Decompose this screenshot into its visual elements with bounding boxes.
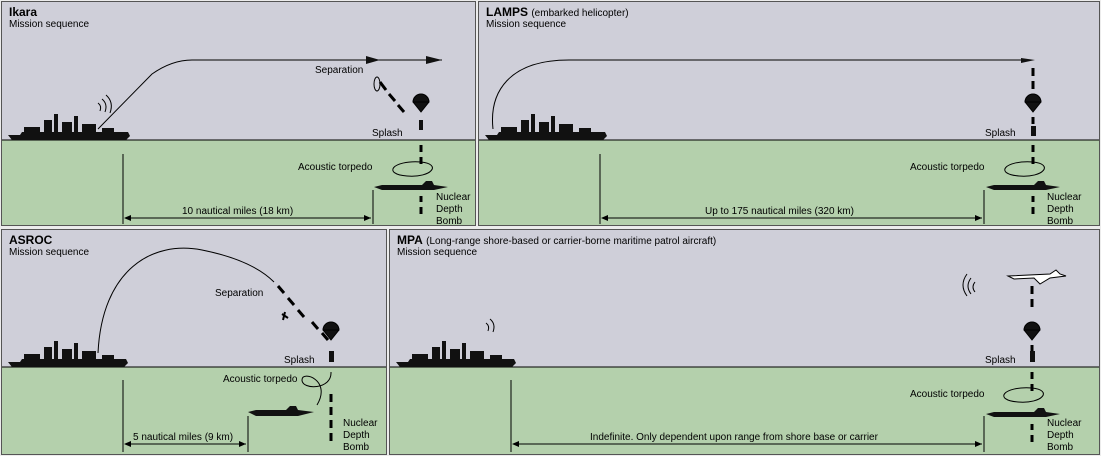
- splash-label: Splash: [985, 355, 1016, 366]
- bomb-label-3: Bomb: [436, 216, 463, 226]
- aircraft-radar-waves: [962, 273, 976, 297]
- torpedo-loop: [301, 371, 332, 406]
- torpedo-drop: [1030, 351, 1035, 362]
- submarine-icon: [986, 181, 1060, 190]
- torpedo-loop: [1003, 387, 1044, 403]
- sea-area: [479, 140, 1099, 225]
- sea-area: [390, 367, 1099, 454]
- panel-title: LAMPS (embarked helicopter): [486, 5, 629, 21]
- torpedo-loop: [1004, 161, 1045, 177]
- title-main: Ikara: [9, 5, 38, 19]
- bomb-label-1: Nuclear: [436, 192, 471, 203]
- submarine-icon: [986, 408, 1060, 417]
- splash-label: Splash: [985, 128, 1016, 139]
- panel-mpa: Splash Acoustic torpedo Nuclear Depth Bo…: [389, 229, 1100, 455]
- missile-trajectory: [97, 247, 275, 354]
- booster-icon: [281, 311, 289, 321]
- bomb-label-2: Depth: [1047, 204, 1074, 215]
- ship-silhouette: [8, 114, 130, 140]
- torpedo-label: Acoustic torpedo: [910, 162, 985, 173]
- parachute-icon: [412, 93, 430, 113]
- splash-label: Splash: [372, 128, 403, 139]
- ship-silhouette: [485, 114, 607, 140]
- range-label: 5 nautical miles (9 km): [133, 432, 233, 443]
- parachute-icon: [322, 321, 340, 341]
- mission-sequence-label: Mission sequence: [397, 247, 478, 258]
- torpedo-drop: [329, 351, 334, 362]
- title-main: LAMPS: [486, 5, 528, 19]
- aircraft-icon: [1006, 269, 1067, 285]
- sea-area: [2, 140, 475, 225]
- parachute-icon: [1023, 321, 1041, 341]
- submarine-icon: [374, 181, 448, 190]
- bomb-label-2: Depth: [343, 430, 370, 441]
- helicopter-path: [492, 59, 1027, 130]
- mpa-diagram: Splash Acoustic torpedo Nuclear Depth Bo…: [390, 269, 1099, 454]
- lamps-diagram: Splash Acoustic torpedo Nuclear Depth Bo…: [479, 58, 1099, 226]
- panel-lamps: Splash Acoustic torpedo Nuclear Depth Bo…: [478, 1, 1100, 226]
- missile-icon: [366, 56, 442, 64]
- parachute-icon: [1024, 93, 1042, 113]
- panel-title: Ikara: [9, 5, 37, 19]
- sea-area: [2, 367, 386, 454]
- torpedo-label: Acoustic torpedo: [910, 389, 985, 400]
- torpedo-loop: [392, 161, 433, 177]
- bomb-label-3: Bomb: [1047, 216, 1074, 226]
- torpedo-label: Acoustic torpedo: [298, 162, 373, 173]
- ikara-diagram: Separation Splash Acoustic torpedo Nucle…: [2, 56, 475, 226]
- title-subtitle: (Long-range shore-based or carrier-borne…: [426, 236, 717, 247]
- mission-sequence-label: Mission sequence: [9, 247, 90, 258]
- separation-path: [378, 81, 406, 113]
- bomb-label-1: Nuclear: [343, 418, 378, 429]
- bomb-label-2: Depth: [436, 204, 463, 215]
- ship-radar-waves: [485, 318, 495, 333]
- separation-label: Separation: [215, 288, 263, 299]
- separation-path: [276, 285, 330, 341]
- separation-label: Separation: [315, 65, 363, 76]
- bomb-label-1: Nuclear: [1047, 418, 1082, 429]
- splash-label: Splash: [284, 355, 315, 366]
- payload-icon: [373, 76, 381, 92]
- range-label: Indefinite. Only dependent upon range fr…: [590, 432, 879, 443]
- bomb-label-3: Bomb: [1047, 442, 1074, 453]
- missile-trajectory: [97, 59, 442, 130]
- panel-title: ASROC: [9, 233, 52, 247]
- range-label: 10 nautical miles (18 km): [182, 206, 293, 217]
- bomb-label-2: Depth: [1047, 430, 1074, 441]
- torpedo-drop: [419, 120, 423, 130]
- range-label: Up to 175 nautical miles (320 km): [705, 206, 854, 217]
- asroc-diagram: Separation Splash Acoustic torpedo Nucle…: [2, 247, 386, 454]
- torpedo-label: Acoustic torpedo: [223, 374, 298, 385]
- mission-sequence-label: Mission sequence: [9, 19, 90, 30]
- ship-silhouette: [396, 341, 516, 367]
- mission-sequence-label: Mission sequence: [486, 19, 567, 30]
- panel-asroc: Separation Splash Acoustic torpedo Nucle…: [1, 229, 387, 455]
- bomb-label-3: Bomb: [343, 442, 370, 453]
- title-main: MPA: [397, 233, 423, 247]
- panel-title: MPA (Long-range shore-based or carrier-b…: [397, 233, 716, 249]
- title-main: ASROC: [9, 233, 53, 247]
- panel-ikara: Separation Splash Acoustic torpedo Nucle…: [1, 1, 476, 226]
- submarine-icon: [248, 406, 314, 416]
- bomb-label-1: Nuclear: [1047, 192, 1082, 203]
- ship-silhouette: [8, 341, 128, 367]
- torpedo-drop: [1031, 126, 1036, 136]
- title-subtitle: (embarked helicopter): [531, 8, 629, 19]
- radar-waves: [97, 94, 112, 114]
- helicopter-icon: [1021, 58, 1035, 63]
